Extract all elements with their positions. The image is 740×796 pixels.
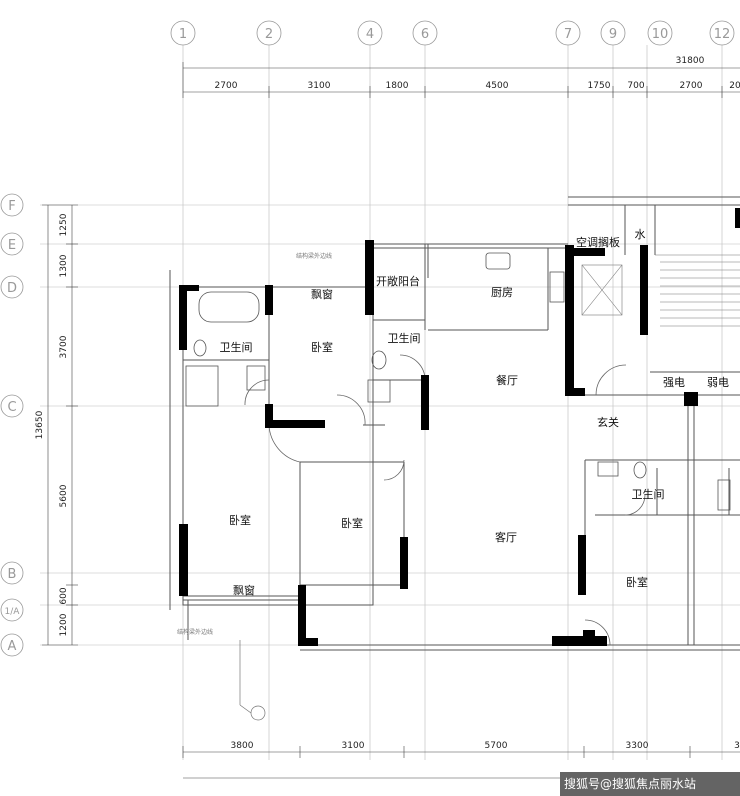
top-dim-6: 700 xyxy=(627,81,644,91)
row-label-a: A xyxy=(8,639,17,654)
top-dim-2: 3100 xyxy=(308,81,331,91)
column-axis-bubbles xyxy=(170,20,735,46)
bottom-dim-3: 5700 xyxy=(485,741,508,751)
room-label-kitchen: 厨房 xyxy=(491,286,513,299)
left-dim-2: 1300 xyxy=(59,254,69,277)
column-label-6: 6 xyxy=(421,27,429,42)
top-dim-4: 4500 xyxy=(486,81,509,91)
room-label-bath-mid: 卫生间 xyxy=(388,331,421,345)
left-dimension-lines xyxy=(42,204,78,646)
room-label-bath-left: 卫生间 xyxy=(220,340,253,354)
room-label-water: 水 xyxy=(635,228,646,241)
row-label-d: D xyxy=(7,281,17,296)
room-label-strong-electric: 强电 xyxy=(663,376,685,389)
left-dim-6: 1200 xyxy=(59,613,69,636)
row-label-f: F xyxy=(8,199,15,214)
left-dim-5: 600 xyxy=(59,587,69,604)
top-dimension-lines xyxy=(182,62,740,98)
left-total-dimension: 13650 xyxy=(35,410,45,439)
row-label-b: B xyxy=(8,567,17,582)
top-dim-8: 20 xyxy=(729,81,740,91)
bottom-dim-2: 3100 xyxy=(342,741,365,751)
room-label-living: 客厅 xyxy=(495,530,517,544)
bottom-dimension-lines xyxy=(182,746,740,779)
top-dim-1: 2700 xyxy=(215,81,238,91)
structure-line-note-top: 结构梁外边线 xyxy=(296,252,332,260)
structure-line-note-bottom: 结构梁外边线 xyxy=(177,628,213,636)
bottom-dim-4: 3300 xyxy=(626,741,649,751)
row-axis-bubbles xyxy=(0,193,24,657)
shower-icon xyxy=(185,365,219,407)
column-label-10: 10 xyxy=(652,27,669,42)
top-dim-7: 2700 xyxy=(680,81,703,91)
bottom-dim-1: 3800 xyxy=(231,741,254,751)
room-label-balcony: 开敞阳台 xyxy=(376,274,420,288)
fixtures xyxy=(185,252,731,511)
room-label-bay-window-top: 飘窗 xyxy=(311,287,333,301)
kitchen-sink-icon xyxy=(485,252,511,270)
bathtub-icon xyxy=(198,291,260,323)
top-dim-3: 1800 xyxy=(386,81,409,91)
room-label-weak-electric: 弱电 xyxy=(707,376,729,389)
toilet-icon xyxy=(193,339,207,357)
stairwell xyxy=(581,254,740,327)
room-label-bay-window-bottom: 飘窗 xyxy=(233,583,255,597)
thin-walls xyxy=(169,196,740,651)
column-label-12: 12 xyxy=(714,27,731,42)
room-label-bedroom-mid: 卧室 xyxy=(341,516,363,530)
watermark: 搜狐号@搜狐焦点丽水站 xyxy=(560,772,740,796)
structural-walls xyxy=(179,208,740,646)
column-label-7: 7 xyxy=(564,27,572,42)
left-dim-1: 1250 xyxy=(59,213,69,236)
column-label-9: 9 xyxy=(609,27,617,42)
row-label-c: C xyxy=(7,400,16,415)
room-label-dining: 餐厅 xyxy=(496,373,518,387)
column-label-4: 4 xyxy=(366,27,374,42)
stove-icon xyxy=(549,271,565,303)
bottom-dim-5: 3 xyxy=(734,741,740,751)
left-dim-3: 3700 xyxy=(59,335,69,358)
room-label-bedroom-top: 卧室 xyxy=(311,340,333,354)
row-label-1a: 1/A xyxy=(5,607,21,617)
room-label-foyer: 玄关 xyxy=(597,415,619,429)
column-label-1: 1 xyxy=(179,27,187,42)
sink-icon xyxy=(246,365,266,391)
drain-symbol xyxy=(239,640,266,721)
room-label-bedroom-left: 卧室 xyxy=(229,513,251,527)
total-dimension: 31800 xyxy=(676,56,705,66)
left-dim-4: 5600 xyxy=(59,484,69,507)
grid-axis-lines xyxy=(40,45,740,760)
column-label-2: 2 xyxy=(265,27,273,42)
row-label-e: E xyxy=(8,238,16,253)
room-label-bath-right: 卫生间 xyxy=(632,487,665,501)
room-label-bedroom-right: 卧室 xyxy=(626,575,648,589)
room-label-ac-shelf: 空调搁板 xyxy=(576,235,620,249)
top-dim-5: 1750 xyxy=(588,81,611,91)
